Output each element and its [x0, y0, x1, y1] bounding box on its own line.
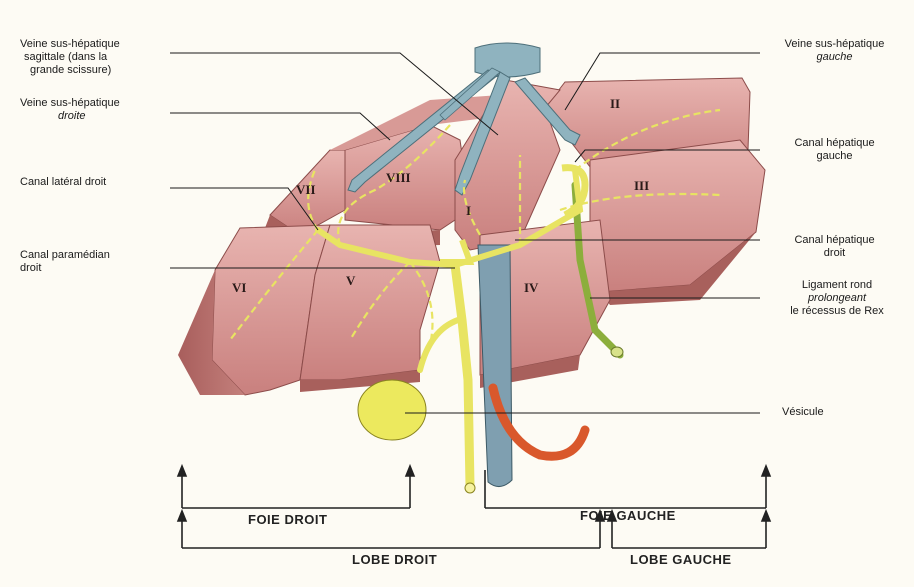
segment-label-V: V	[346, 273, 356, 288]
label-line: Vésicule	[782, 406, 824, 419]
label-line: Canal hépatique	[772, 137, 897, 150]
bracket-lobe-droit: LOBE DROIT	[352, 552, 437, 567]
segment-label-VI: VI	[232, 280, 246, 295]
segment-label-III: III	[634, 178, 649, 193]
label-line: gauche	[772, 51, 897, 64]
label-veine-droite: Veine sus-hépatique droite	[20, 97, 120, 123]
label-veine-sagittale: Veine sus-hépatique sagittale (dans la g…	[20, 38, 120, 77]
label-canal-lateral: Canal latéral droit	[20, 176, 106, 189]
cystic-duct	[420, 320, 458, 370]
segment-label-IV: IV	[524, 280, 539, 295]
label-line: Canal hépatique	[772, 234, 897, 247]
label-line: Canal latéral droit	[20, 176, 106, 189]
label-vesicule: Vésicule	[782, 406, 824, 419]
label-line: sagittale (dans la	[20, 51, 120, 64]
label-line: droite	[20, 110, 120, 123]
label-canal-hepatique-droit: Canal hépatique droit	[772, 234, 897, 260]
round-ligament-end	[611, 347, 623, 357]
label-veine-gauche: Veine sus-hépatique gauche	[772, 38, 897, 64]
label-line: grande scissure)	[20, 64, 120, 77]
label-line: Veine sus-hépatique	[772, 38, 897, 51]
label-line: gauche	[772, 150, 897, 163]
bracket-foie-gauche: FOIE GAUCHE	[580, 508, 676, 523]
segment-label-I: I	[466, 203, 471, 218]
gallbladder	[358, 380, 426, 440]
label-line: Canal paramédian	[20, 249, 110, 262]
label-line: droit	[20, 262, 110, 275]
label-line: le récessus de Rex	[772, 305, 902, 318]
label-line: droit	[772, 247, 897, 260]
inferior-vena-cava-top	[475, 43, 540, 77]
common-bile-duct	[455, 265, 470, 485]
label-canal-paramedian: Canal paramédian droit	[20, 249, 110, 275]
label-ligament-rond: Ligament rond prolongeant le récessus de…	[772, 279, 902, 318]
segment-III-shape	[590, 140, 765, 292]
common-bile-duct-end	[465, 483, 475, 493]
label-line: Veine sus-hépatique	[20, 97, 120, 110]
segment-label-VIII: VIII	[386, 170, 411, 185]
label-line: prolongeant	[772, 292, 902, 305]
inferior-vena-cava	[478, 245, 512, 487]
bracket-lobe-gauche: LOBE GAUCHE	[630, 552, 732, 567]
label-line: Ligament rond	[772, 279, 902, 292]
label-line: Veine sus-hépatique	[20, 38, 120, 51]
label-canal-hepatique-gauche: Canal hépatique gauche	[772, 137, 897, 163]
segment-label-II: II	[610, 96, 620, 111]
segment-label-VII: VII	[296, 182, 316, 197]
bracket-foie-droit: FOIE DROIT	[248, 512, 327, 527]
